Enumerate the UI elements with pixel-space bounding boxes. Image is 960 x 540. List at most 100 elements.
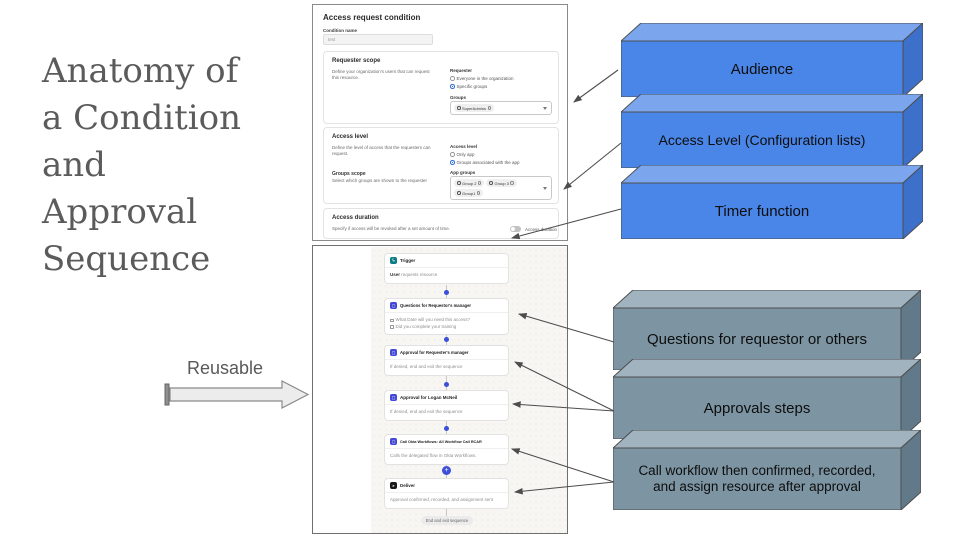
radio-everyone[interactable]: Everyone in the organization [450, 76, 514, 81]
chevron-down-icon[interactable] [543, 187, 547, 190]
remove-icon[interactable] [477, 181, 482, 185]
form-icon [390, 302, 397, 309]
callout-box-questions: Questions for requestor or others [613, 290, 921, 370]
arrow-access-level-to-app-groups [563, 142, 622, 190]
groups-scope-label: Groups scope [332, 171, 366, 177]
callout-label: Timer function [714, 202, 810, 220]
groups-select[interactable]: SuperAdmins [450, 101, 552, 115]
requester-scope-card: Requester scope Define your organization… [323, 51, 559, 124]
step-deliver[interactable]: Deliver Approval confirmed, recorded, an… [384, 478, 509, 509]
group-icon [489, 181, 493, 185]
access-duration-description: Specify if access will be revoked after … [332, 226, 451, 231]
remove-icon[interactable] [510, 181, 514, 185]
step-call-workflow[interactable]: Call Okta Workflows: All Workflow Call R… [384, 434, 509, 465]
remove-icon[interactable] [487, 106, 492, 110]
step-title: Approval for Requester's manager [400, 350, 469, 355]
group-icon [457, 181, 461, 185]
step-approval-manager[interactable]: Approval for Requester's manager If deni… [384, 345, 509, 376]
step-title: Approval for Logan McNeil [400, 395, 458, 400]
deliver-icon [390, 482, 397, 489]
step-body: requests resource [400, 272, 438, 277]
radio-icon[interactable] [450, 152, 455, 157]
radio-specific-groups-label: Specific groups [456, 84, 488, 89]
step-title: Call Okta Workflows: All Workflow Call R… [400, 439, 482, 444]
title-line: a Condition [42, 98, 242, 138]
step-title: Questions for Requestor's manager [400, 303, 472, 308]
title-line: Anatomy of [42, 51, 239, 91]
callout-label: Call workflow then confirmed, recorded, … [638, 463, 876, 494]
connector-dot [444, 290, 449, 295]
step-approval-logan[interactable]: Approval for Logan McNeil If denied, end… [384, 390, 509, 421]
step-title: Trigger [400, 258, 416, 263]
callout-label: Audience [730, 60, 794, 78]
access-request-condition-panel: Access request condition Condition name … [312, 4, 568, 241]
group-chip-label: SuperAdmins [462, 105, 487, 111]
access-duration-toggle-label: Access duration [525, 227, 558, 232]
group-chip[interactable]: SuperAdmins [454, 104, 495, 112]
access-duration-card: Access duration Specify if access will b… [323, 208, 559, 239]
workflow-icon [390, 438, 397, 445]
condition-name-label: Condition name [323, 28, 357, 33]
radio-everyone-label: Everyone in the organization [456, 76, 514, 81]
question-item: Did you complete your training [395, 323, 457, 329]
reusable-block-arrow [164, 380, 310, 409]
remove-icon[interactable] [476, 191, 481, 195]
access-level-heading: Access level [332, 134, 369, 140]
groups-scope-description: Select which groups are shown to the req… [332, 178, 428, 183]
app-group-chip-label: Group 2 [462, 180, 477, 186]
group-icon [457, 191, 461, 195]
access-duration-toggle[interactable] [510, 226, 521, 232]
radio-only-app-label: Only app [456, 152, 475, 157]
callout-box-access-level: Access Level (Configuration lists) [621, 94, 923, 168]
app-groups-select[interactable]: Group 2 Group 3 Group1 [450, 176, 552, 200]
form-heading: Access request condition [323, 13, 421, 22]
radio-groups-associated[interactable]: Groups associated with the app [450, 160, 520, 165]
callout-label: Questions for requestor or others [646, 330, 868, 348]
step-questions[interactable]: Questions for Requestor's manager What D… [384, 298, 509, 335]
app-group-chip[interactable]: Group 3 [486, 179, 517, 187]
callout-label: Access Level (Configuration lists) [658, 131, 866, 148]
app-groups-label: App groups [450, 170, 476, 175]
connector-dot [444, 426, 449, 431]
requester-label: Requester [450, 68, 473, 73]
callout-box-timer: Timer function [621, 165, 923, 239]
step-body: Approval confirmed, recorded, and assign… [390, 497, 494, 502]
chevron-down-icon[interactable] [543, 107, 547, 110]
radio-groups-associated-label: Groups associated with the app [456, 160, 520, 165]
access-level-label: Access level [450, 144, 478, 149]
condition-name-input[interactable]: test [323, 34, 433, 45]
checkbox-icon [390, 325, 394, 329]
approval-sequence-panel: Trigger User requests resource Questions… [312, 245, 568, 534]
requester-scope-heading: Requester scope [332, 58, 381, 64]
radio-selected-icon[interactable] [450, 160, 455, 165]
radio-selected-icon[interactable] [450, 84, 455, 89]
step-body: If denied, end and exit the sequence [390, 364, 463, 369]
title-line: and [42, 145, 106, 185]
callout-box-approvals: Approvals steps [613, 359, 921, 439]
callout-box-call-workflow: Call workflow then confirmed, recorded, … [613, 430, 921, 510]
connector-dot [444, 382, 449, 387]
slide-title: Anatomy of a Condition and Approval Sequ… [42, 48, 302, 283]
radio-icon[interactable] [450, 76, 455, 81]
approval-icon [390, 394, 397, 401]
sequence-canvas: Trigger User requests resource Questions… [371, 247, 567, 533]
step-trigger[interactable]: Trigger User requests resource [384, 253, 509, 284]
add-step-button[interactable]: + [442, 466, 451, 475]
radio-only-app[interactable]: Only app [450, 152, 520, 157]
trigger-bolt-icon [390, 257, 397, 264]
step-body: Calls the delegated flow in Okta Workflo… [390, 453, 477, 458]
connector-dot [444, 337, 449, 342]
app-group-chip[interactable]: Group 2 [454, 179, 485, 187]
radio-specific-groups[interactable]: Specific groups [450, 84, 514, 89]
group-icon [457, 106, 461, 110]
callout-box-audience: Audience [621, 23, 923, 97]
end-and-exit-sequence-button[interactable]: End and exit sequence [421, 516, 473, 525]
arrow-audience-to-groups [573, 69, 619, 103]
title-line: Approval [42, 192, 198, 232]
callout-label: Approvals steps [703, 399, 811, 417]
step-title: Deliver [400, 483, 416, 488]
app-group-chip[interactable]: Group1 [454, 189, 484, 197]
requester-scope-description: Define your organization's users that ca… [332, 69, 430, 80]
access-level-description: Define the level of access that the requ… [332, 145, 431, 156]
